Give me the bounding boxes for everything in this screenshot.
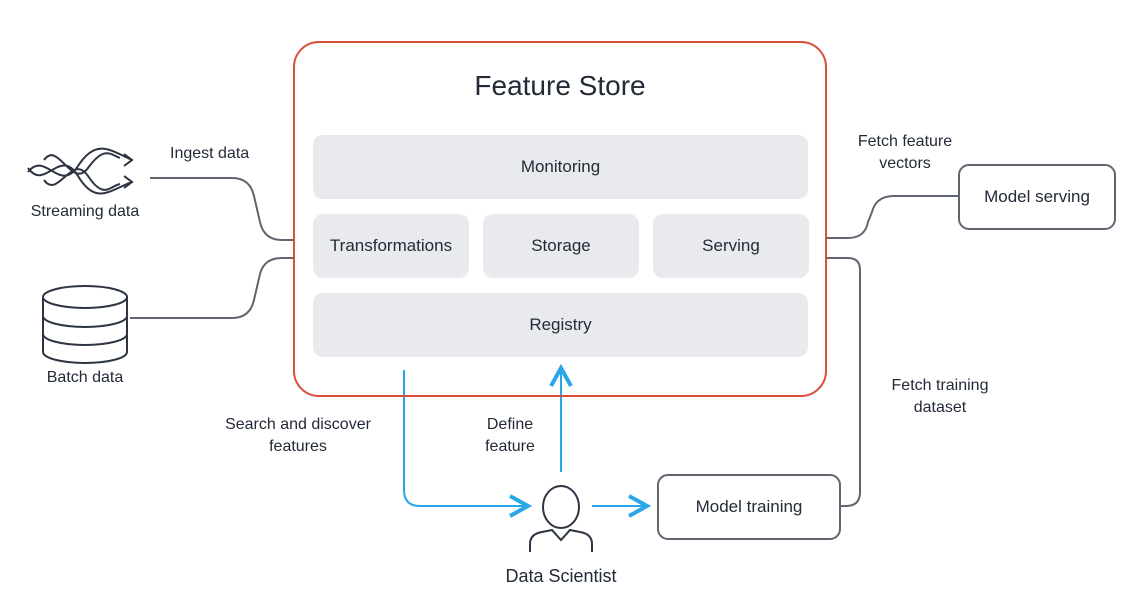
fetch-feature-vectors-line-2: vectors	[879, 155, 931, 172]
fetch-feature-vectors-label: Fetch feature vectors	[845, 131, 965, 175]
data-scientist-label: Data Scientist	[505, 566, 617, 586]
ingest-stream-connector	[150, 177, 293, 241]
fetch-training-dataset-label: Fetch training dataset	[875, 375, 1005, 419]
fetch-training-dataset-line-2: dataset	[913, 399, 967, 416]
storage-module: Storage	[483, 214, 639, 278]
feature-store-title: Feature Store	[474, 70, 646, 101]
fetch-feature-vectors-line-1: Fetch feature	[857, 133, 953, 150]
serving-connector	[827, 195, 958, 239]
registry-module: Registry	[313, 293, 808, 357]
search-discover-line-1: Search and discover	[225, 416, 371, 433]
training-dataset-connector	[827, 257, 861, 507]
search-discover-line-2: features	[269, 438, 327, 455]
transformations-module: Transformations	[313, 214, 469, 278]
streaming-data-icon	[27, 147, 134, 195]
feature-store-container	[293, 41, 827, 397]
define-feature-line-1: Define	[486, 416, 534, 433]
batch-data-label: Batch data	[46, 369, 124, 386]
define-feature-line-2: feature	[485, 438, 535, 455]
streaming-data-label: Streaming data	[30, 203, 140, 220]
serving-module: Serving	[653, 214, 809, 278]
monitoring-module: Monitoring	[313, 135, 808, 199]
define-feature-label: Define feature	[465, 414, 555, 458]
model-training-box: Model training	[657, 474, 841, 540]
ingest-batch-connector	[130, 257, 293, 319]
search-discover-label: Search and discover features	[203, 414, 393, 458]
data-scientist-icon	[529, 485, 593, 552]
fetch-training-dataset-line-1: Fetch training	[891, 377, 989, 394]
database-icon	[42, 285, 128, 364]
search-discover-arrow	[403, 370, 528, 506]
ingest-data-label: Ingest data	[170, 145, 250, 162]
model-serving-box: Model serving	[958, 164, 1116, 230]
